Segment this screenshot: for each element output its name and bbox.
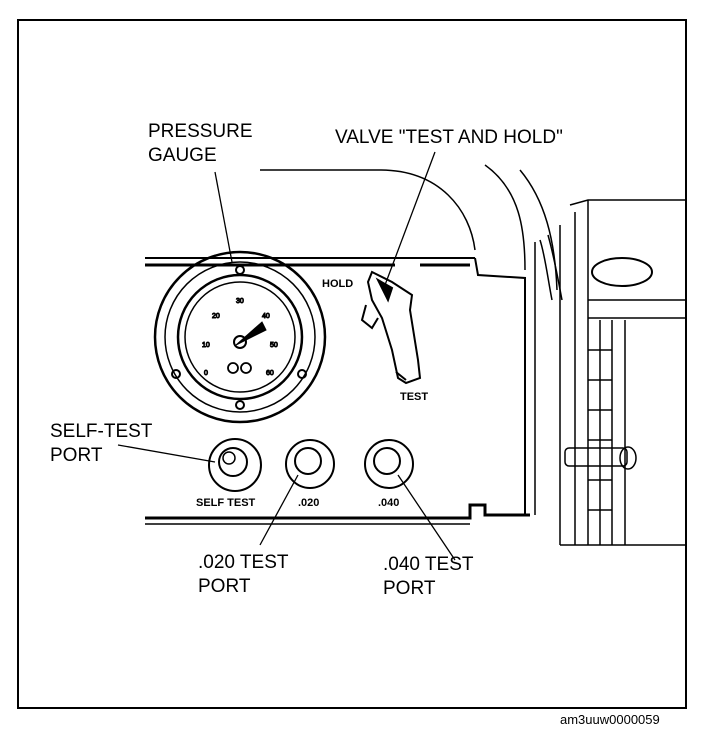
gauge-tick-0: 0	[204, 370, 208, 377]
port-040-callout: .040 TEST PORT	[383, 553, 473, 601]
port-020-callout-line-1: .020 TEST	[198, 552, 289, 573]
port-040-panel-label: .040	[378, 497, 399, 509]
figure-frame	[17, 19, 687, 709]
port-040	[364, 439, 414, 489]
gauge-screw-right	[297, 369, 307, 379]
gauge-tick-30: 30	[236, 298, 244, 305]
gauge-needle	[235, 321, 267, 346]
leader-lines	[117, 151, 456, 561]
gauge-screw-left	[171, 369, 181, 379]
pressure-gauge: 0 10 20 30 40 50 60	[153, 250, 327, 424]
pressure-gauge-callout-line-2: GAUGE	[148, 145, 217, 166]
valve-handle	[360, 270, 422, 385]
self-test-port-callout: SELF-TEST PORT	[50, 420, 152, 468]
valve-callout-text: VALVE "TEST AND HOLD"	[335, 127, 563, 148]
gauge-hub	[233, 335, 247, 349]
gauge-screw-bottom	[235, 400, 245, 410]
hose-lines	[260, 164, 558, 291]
pressure-gauge-callout-line-1: PRESSURE	[148, 121, 253, 142]
port-040-callout-line-2: PORT	[383, 578, 436, 599]
port-020-panel-label: .020	[298, 497, 319, 509]
self-test-panel-label: SELF TEST	[196, 497, 256, 509]
gauge-tick-60: 60	[266, 370, 274, 377]
port-020-callout-line-2: PORT	[198, 576, 251, 597]
gauge-tick-10: 10	[202, 342, 210, 349]
gauge-tick-50: 50	[270, 342, 278, 349]
figure-id: am3uuw0000059	[560, 712, 660, 727]
pressure-gauge-callout: PRESSURE GAUGE	[148, 120, 253, 168]
tester-panel	[145, 242, 536, 525]
port-020	[285, 439, 335, 489]
self-test-port-callout-line-1: SELF-TEST	[50, 421, 153, 442]
hold-label: HOLD	[322, 278, 353, 290]
gauge-screw-top	[235, 265, 245, 275]
self-test-port	[208, 438, 262, 492]
side-apparatus	[539, 199, 685, 546]
gauge-tick-40: 40	[262, 313, 270, 320]
valve-callout: VALVE "TEST AND HOLD"	[335, 126, 563, 150]
port-040-callout-line-1: .040 TEST	[383, 554, 474, 575]
test-label: TEST	[400, 391, 428, 403]
gauge-tick-20: 20	[212, 313, 220, 320]
self-test-port-callout-line-2: PORT	[50, 445, 103, 466]
port-020-callout: .020 TEST PORT	[198, 551, 288, 599]
